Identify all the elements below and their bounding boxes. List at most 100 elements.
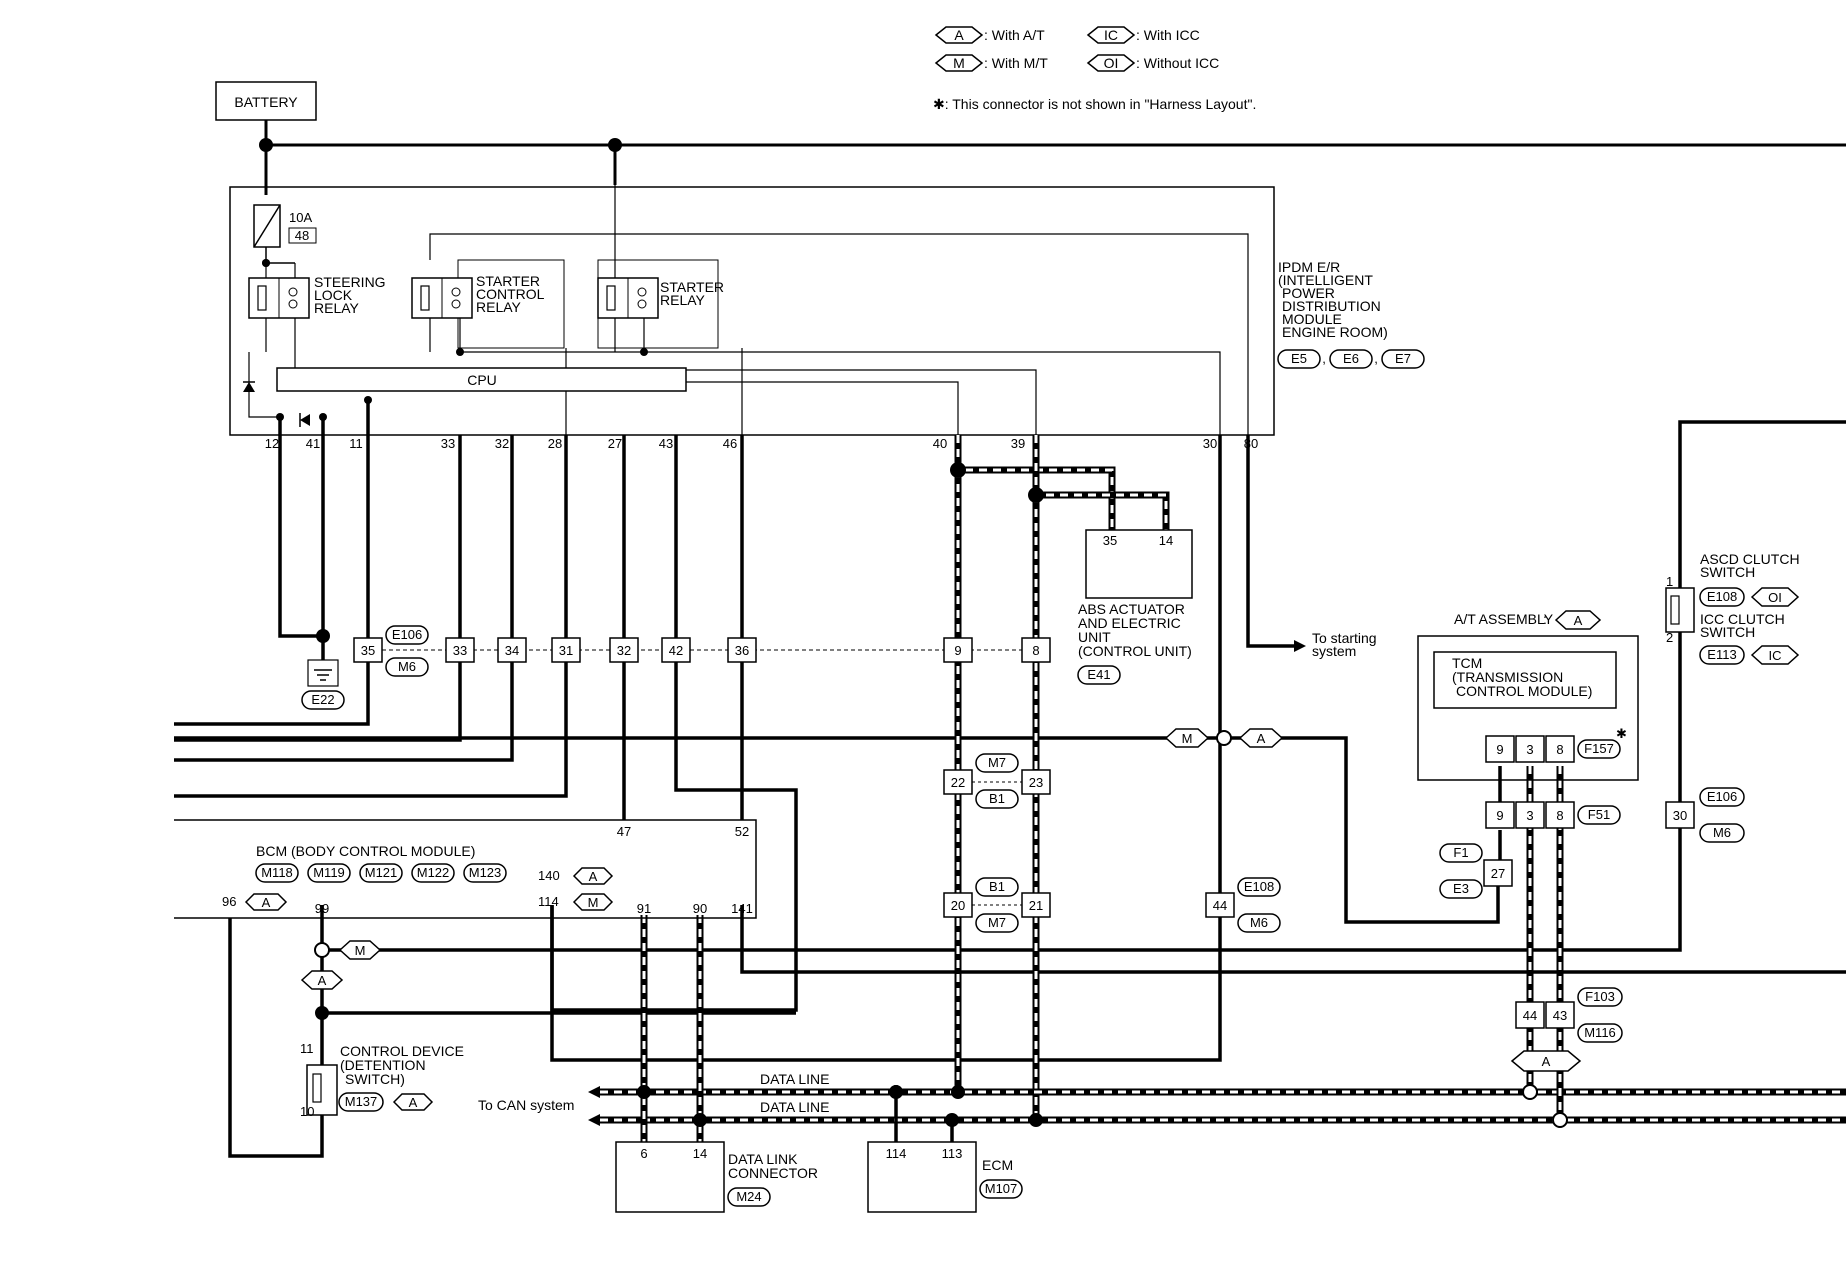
bcm-pin-141: 141 bbox=[731, 901, 753, 916]
ascd-label-2: SWITCH bbox=[1700, 564, 1755, 580]
joint-pin-label: 35 bbox=[361, 643, 375, 658]
starter-relay-label-1: STARTER bbox=[660, 279, 724, 295]
joint-e108-bottom: M6 bbox=[1250, 915, 1268, 930]
ecm: 114 113 ECM M107 bbox=[867, 1141, 1023, 1213]
starter-control-relay-icon bbox=[411, 277, 473, 319]
joint-f103-m116: 44 43 F103 M116 A bbox=[1510, 987, 1623, 1072]
control-device-variant: A bbox=[409, 1095, 418, 1110]
legend-icc-symbol: IC bbox=[1104, 27, 1118, 43]
joint-pin-label: 36 bbox=[735, 643, 749, 658]
joint-e106: E106 bbox=[392, 627, 422, 642]
tcm-label-1: TCM bbox=[1452, 655, 1482, 671]
a-variant-label: A bbox=[1257, 731, 1266, 746]
legend-no-icc-symbol: OI bbox=[1104, 55, 1119, 71]
starter-control-label-1: STARTER bbox=[476, 273, 540, 289]
bcm-label: BCM (BODY CONTROL MODULE) bbox=[256, 843, 475, 859]
ground-icon: E22 bbox=[301, 659, 345, 710]
legend-star-note: ✱: This connector is not shown in "Harne… bbox=[933, 96, 1256, 112]
dlc-connector: M24 bbox=[736, 1189, 761, 1204]
tcm-label-2: (TRANSMISSION bbox=[1452, 669, 1563, 685]
control-device-label-3: SWITCH) bbox=[345, 1071, 405, 1087]
ipdm-pin-12: 12 bbox=[265, 436, 279, 451]
joint-pin-box bbox=[661, 637, 691, 663]
joint-pin-label: 8 bbox=[1032, 643, 1039, 658]
f103-pin-43: 43 bbox=[1553, 1008, 1567, 1023]
steering-lock-relay-icon bbox=[248, 277, 310, 319]
ipdm-label-3: POWER bbox=[1282, 285, 1335, 301]
diode-icon-2 bbox=[300, 414, 310, 426]
can-arrow-icon-2 bbox=[588, 1114, 600, 1126]
arrow-icon bbox=[1294, 640, 1306, 652]
abs-pin-14: 14 bbox=[1159, 533, 1173, 548]
starter-control-label-3: RELAY bbox=[476, 299, 522, 315]
control-device-label-1: CONTROL DEVICE bbox=[340, 1043, 464, 1059]
battery-box bbox=[215, 81, 317, 121]
ipdm-pin-80: 80 bbox=[1244, 436, 1258, 451]
ipdm-conn-e7: E7 bbox=[1395, 351, 1411, 366]
can-lines bbox=[600, 435, 1846, 1150]
at-assembly-label: A/T ASSEMBLY bbox=[1454, 611, 1554, 627]
ipdm-conn-e6: E6 bbox=[1343, 351, 1359, 366]
legend-no-icc-text: : Without ICC bbox=[1136, 55, 1219, 71]
legend: A : With A/T M : With M/T IC : With ICC … bbox=[933, 26, 1256, 112]
clutch-pin-1: 1 bbox=[1666, 574, 1673, 589]
ipdm-pin-40: 40 bbox=[933, 436, 947, 451]
battery-bus bbox=[264, 120, 1846, 195]
ipdm-pin-32: 32 bbox=[495, 436, 509, 451]
f1-connector: F1 bbox=[1453, 845, 1468, 860]
joint-pin-box bbox=[609, 637, 639, 663]
svg-text:,: , bbox=[1322, 351, 1326, 366]
abs-unit: 35 14 ABS ACTUATOR AND ELECTRIC UNIT (CO… bbox=[1077, 529, 1193, 685]
svg-text:,: , bbox=[1374, 351, 1378, 366]
ipdm-pin-11: 11 bbox=[349, 436, 363, 451]
ipdm-pin-33: 33 bbox=[441, 436, 455, 451]
right-joint-top: E106 bbox=[1707, 789, 1737, 804]
tcm-connector: F157 bbox=[1584, 741, 1614, 756]
joint-m7-b1: 22 23 M7 B1 20 21 B1 M7 bbox=[943, 753, 1051, 933]
steering-relay-label-3: RELAY bbox=[314, 300, 360, 316]
ascd-label-1: ASCD CLUTCH bbox=[1700, 551, 1800, 567]
joint-pin-box bbox=[943, 637, 973, 663]
joint-b1-pin-20: 20 bbox=[951, 898, 965, 913]
tcm-pin-8: 8 bbox=[1556, 742, 1563, 757]
legend-mt-text: : With M/T bbox=[984, 55, 1048, 71]
right-joint-bottom: M6 bbox=[1713, 825, 1731, 840]
icc-connector: E113 bbox=[1707, 647, 1736, 662]
legend-icc-text: : With ICC bbox=[1136, 27, 1200, 43]
cpu-label: CPU bbox=[467, 372, 497, 388]
bcm-module: 47 52 BCM (BODY CONTROL MODULE) M118 M11… bbox=[174, 819, 757, 919]
ipdm-pin-41: 41 bbox=[306, 436, 320, 451]
dlc-pin-14: 14 bbox=[693, 1146, 707, 1161]
bcm-pin-52: 52 bbox=[735, 824, 749, 839]
joint-e108-m6: 44 E108 M6 bbox=[1205, 877, 1281, 933]
abs-connector: E41 bbox=[1087, 667, 1110, 682]
fuse-number: 48 bbox=[295, 228, 309, 243]
to-starting-1: To starting bbox=[1312, 630, 1377, 646]
legend-mt-symbol: M bbox=[953, 55, 965, 71]
dlc-pin-6: 6 bbox=[640, 1146, 647, 1161]
bcm-conn-m122: M122 bbox=[417, 865, 450, 880]
bcm-pin-91: 91 bbox=[637, 901, 651, 916]
abs-label-2: AND ELECTRIC bbox=[1078, 615, 1181, 631]
f51-pin-8: 8 bbox=[1556, 808, 1563, 823]
right-joint-pin: 30 bbox=[1673, 808, 1687, 823]
joint-m6: M6 bbox=[398, 659, 416, 674]
bcm-conn-m118: M118 bbox=[261, 865, 293, 880]
tcm-pin-3: 3 bbox=[1526, 742, 1533, 757]
abs-label-4: (CONTROL UNIT) bbox=[1078, 643, 1192, 659]
steering-relay-label-2: LOCK bbox=[314, 287, 353, 303]
bcm-pin-140-variant: A bbox=[589, 869, 598, 884]
tcm-star: ✱ bbox=[1616, 726, 1627, 741]
e3-connector: E3 bbox=[1453, 881, 1469, 896]
can-arrow-icon bbox=[588, 1086, 600, 1098]
clutch-pin-2: 2 bbox=[1666, 630, 1673, 645]
starter-control-label-2: CONTROL bbox=[476, 286, 545, 302]
ipdm-pin-28: 28 bbox=[548, 436, 562, 451]
battery-label: BATTERY bbox=[234, 94, 298, 110]
joint-pin-label: 9 bbox=[954, 643, 961, 658]
ipdm-label-6: ENGINE ROOM) bbox=[1282, 324, 1388, 340]
diode-icon bbox=[243, 382, 255, 392]
joint-pin-box bbox=[727, 637, 757, 663]
clutch-switch: 1 2 ASCD CLUTCH SWITCH E108 OI ICC CLUTC… bbox=[1665, 551, 1800, 665]
